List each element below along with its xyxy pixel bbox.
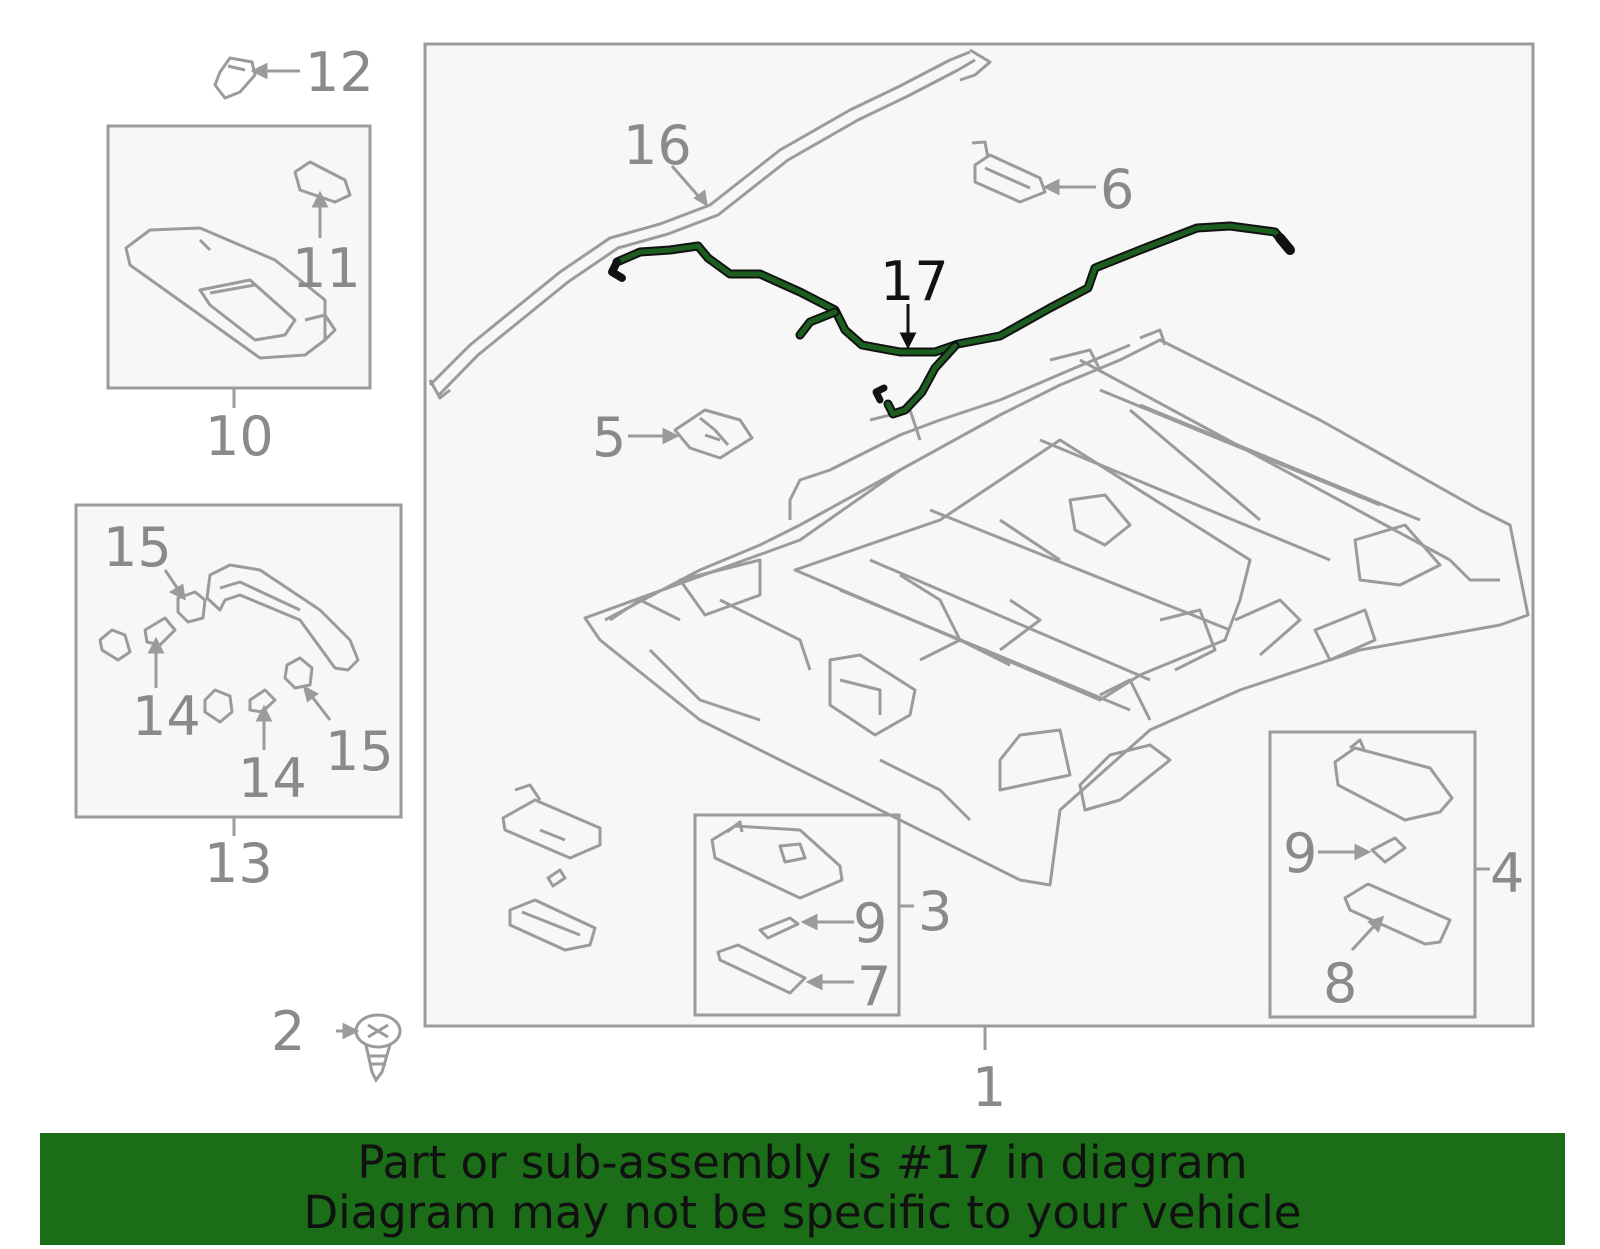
lamp-4-frame (1268, 730, 1477, 1019)
headliner-outline (583, 328, 1530, 887)
grab-handle-parts (98, 563, 360, 724)
callout-2: 2 (271, 1000, 305, 1063)
trim-strip-16 (428, 48, 992, 400)
callout-9-lamp-4: 9 (1283, 822, 1317, 885)
lamp-4-parts (1333, 738, 1454, 946)
callout-7: 7 (857, 955, 891, 1018)
banner-line-1: Part or sub-assembly is #17 in diagram (357, 1136, 1248, 1189)
callout-11: 11 (292, 237, 361, 300)
leader-arrow-17 (899, 304, 917, 350)
callout-14-left: 14 (132, 685, 201, 748)
callout-1: 1 (972, 1056, 1006, 1119)
callout-16: 16 (623, 114, 692, 177)
callout-15-bottom: 15 (325, 720, 394, 783)
lamp-unlabeled (501, 783, 602, 952)
lamp-6 (971, 140, 1047, 204)
callout-17: 17 (880, 250, 949, 313)
leader-arrows (147, 62, 1385, 1040)
callout-8: 8 (1323, 952, 1357, 1015)
callout-9-lamp-3: 9 (853, 892, 887, 955)
callout-5: 5 (592, 406, 626, 469)
sun-visor-parts (124, 160, 352, 360)
bracket-5 (673, 408, 754, 460)
callout-10: 10 (205, 405, 274, 468)
info-banner: Part or sub-assembly is #17 in diagram D… (40, 1133, 1565, 1245)
wiring-harness-17 (608, 221, 1295, 419)
callout-6: 6 (1100, 158, 1134, 221)
screw-2 (354, 1013, 402, 1083)
banner-line-2: Diagram may not be specific to your vehi… (303, 1186, 1302, 1239)
lamp-3-frame (693, 813, 901, 1017)
callout-12: 12 (305, 41, 374, 104)
lamp-3-parts (710, 820, 844, 995)
callout-13: 13 (204, 832, 273, 895)
callout-14-right: 14 (238, 747, 307, 810)
callout-3: 3 (918, 880, 952, 943)
callout-4: 4 (1490, 842, 1524, 905)
clip-12 (213, 56, 257, 100)
callout-15-top: 15 (103, 516, 172, 579)
grab-handle-frame (74, 503, 403, 819)
